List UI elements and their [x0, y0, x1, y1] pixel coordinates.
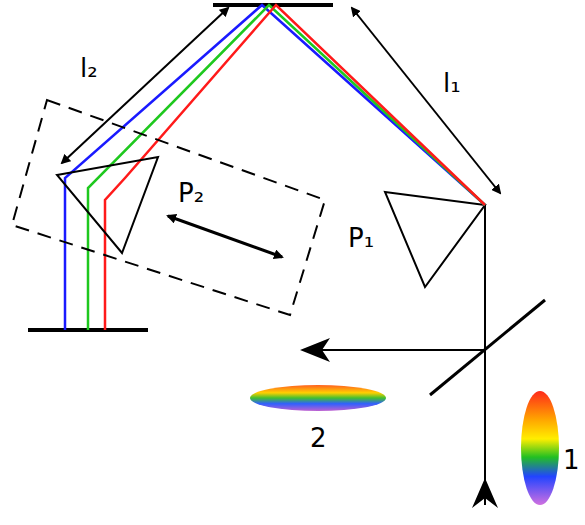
length-label: l₁: [443, 70, 461, 96]
translation-frame: [12, 100, 325, 315]
output-arrow: [300, 338, 330, 362]
blue-ray: [65, 5, 485, 330]
translation-arrow: [168, 216, 282, 257]
length-arrow: [352, 8, 500, 193]
prism: [57, 157, 158, 253]
green-ray: [88, 5, 485, 330]
length-label: l₂: [80, 55, 98, 81]
prism-label: P₁: [348, 225, 374, 251]
top-mirror: [213, 3, 333, 7]
prism-label: P₂: [178, 180, 204, 206]
beam-splitter: [430, 300, 545, 395]
input-beam: [484, 205, 486, 505]
red-ray: [105, 5, 485, 330]
output-pulse: [250, 385, 386, 411]
prism: [385, 192, 485, 287]
pulse-number: 1: [563, 447, 580, 473]
input-pulse: [521, 391, 559, 505]
pulse-number: 2: [310, 425, 327, 451]
output-beam: [315, 349, 485, 351]
input-arrow: [472, 478, 498, 508]
length-arrow: [62, 8, 228, 163]
